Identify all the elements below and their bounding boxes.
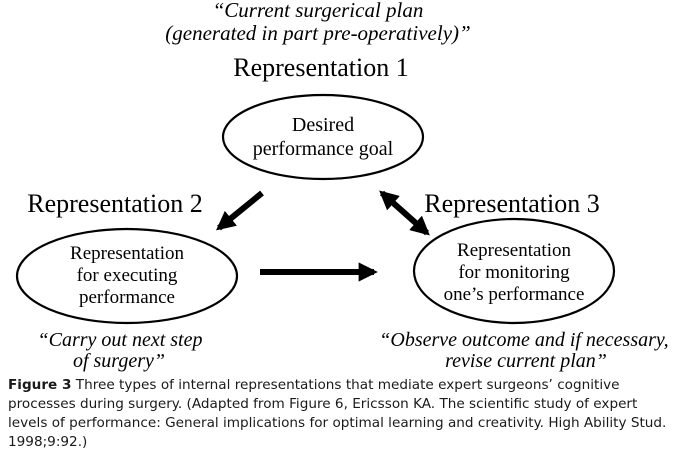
representation-3-line1: Representation [457,240,571,261]
representations-diagram: “Current surgerical plan (generated in p… [15,0,669,372]
right-quote-line2: revise current plan” [445,350,607,372]
representation-3-line3: one’s performance [444,284,585,305]
right-quote-line1: “Observe outcome and if necessary, [379,329,668,351]
left-quote-line2: of surgery” [73,350,165,372]
arrow-rep1-rep3-bidirectional [379,190,430,236]
representation-2-line3: performance [79,287,175,308]
figure-caption: Figure 3 Three types of internal represe… [8,376,676,452]
left-quote-line1: “Carry out next step [38,329,203,351]
representation-2-line1: Representation [70,243,184,264]
representation-1-line1: Desired [292,114,354,136]
representation-1-title: Representation 1 [233,53,408,82]
representation-1-line2: performance goal [253,138,394,160]
representation-3-ellipse [412,217,616,325]
representation-3-line2: for monitoring [458,262,570,283]
arrow-rep1-to-rep2 [216,190,264,231]
top-quote-line2: (generated in part pre-operatively)” [165,21,470,45]
representation-2-ellipse [15,227,239,325]
caption-text: Three types of internal representations … [8,377,667,450]
top-quote-line1: “Current surgerical plan [213,0,424,22]
representation-2-title: Representation 2 [27,189,202,218]
representation-3-title: Representation 3 [424,189,599,218]
figure-label: Figure 3 [8,377,72,393]
representation-2-line2: for executing [77,265,178,286]
representation-1-ellipse [221,93,425,181]
